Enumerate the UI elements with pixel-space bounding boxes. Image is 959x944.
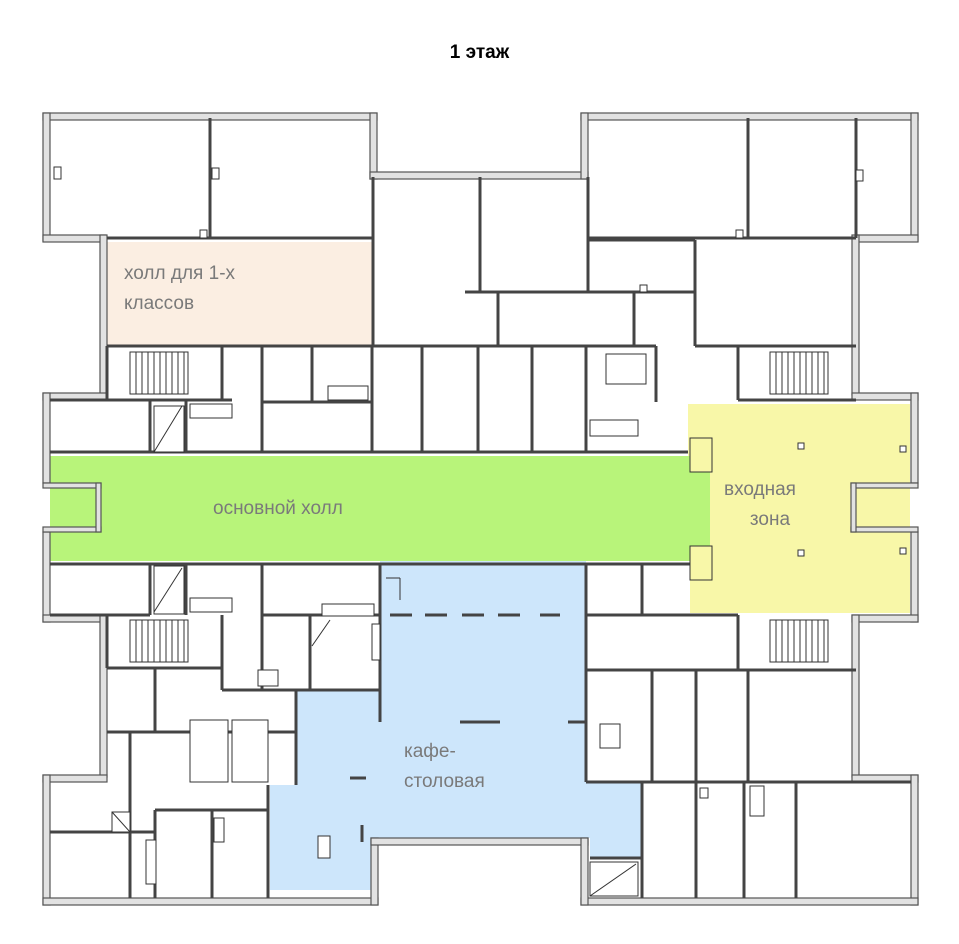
hall-first-grade-label: холл для 1-х классов: [124, 259, 235, 319]
door-marks: [111, 405, 637, 897]
zone-main-hall: [50, 456, 710, 561]
interior-walls: [50, 118, 911, 898]
cafeteria-label-line1: кафе-: [404, 741, 456, 762]
entrance-label: входная зона: [724, 475, 796, 535]
zones: [50, 242, 910, 890]
hall-first-grade-label-line2: классов: [124, 293, 195, 314]
entrance-label-line1: входная: [724, 479, 796, 500]
cafeteria-label-line2: столовая: [404, 771, 485, 792]
staircases: [129, 351, 829, 663]
page-title: 1 этаж: [449, 42, 510, 63]
entrance-label-line2: зона: [749, 509, 791, 530]
zone-entrance: [688, 404, 910, 613]
cafeteria-label: кафе-столовая: [404, 737, 485, 797]
outer-walls: [42, 112, 919, 906]
zone-hall-first-grade: [107, 242, 373, 346]
cafeteria-partition: [350, 613, 586, 842]
hall-first-grade-label-line1: холл для 1-х: [124, 263, 236, 284]
main-hall-label: основной холл: [213, 498, 343, 519]
zone-cafeteria: [270, 561, 642, 890]
